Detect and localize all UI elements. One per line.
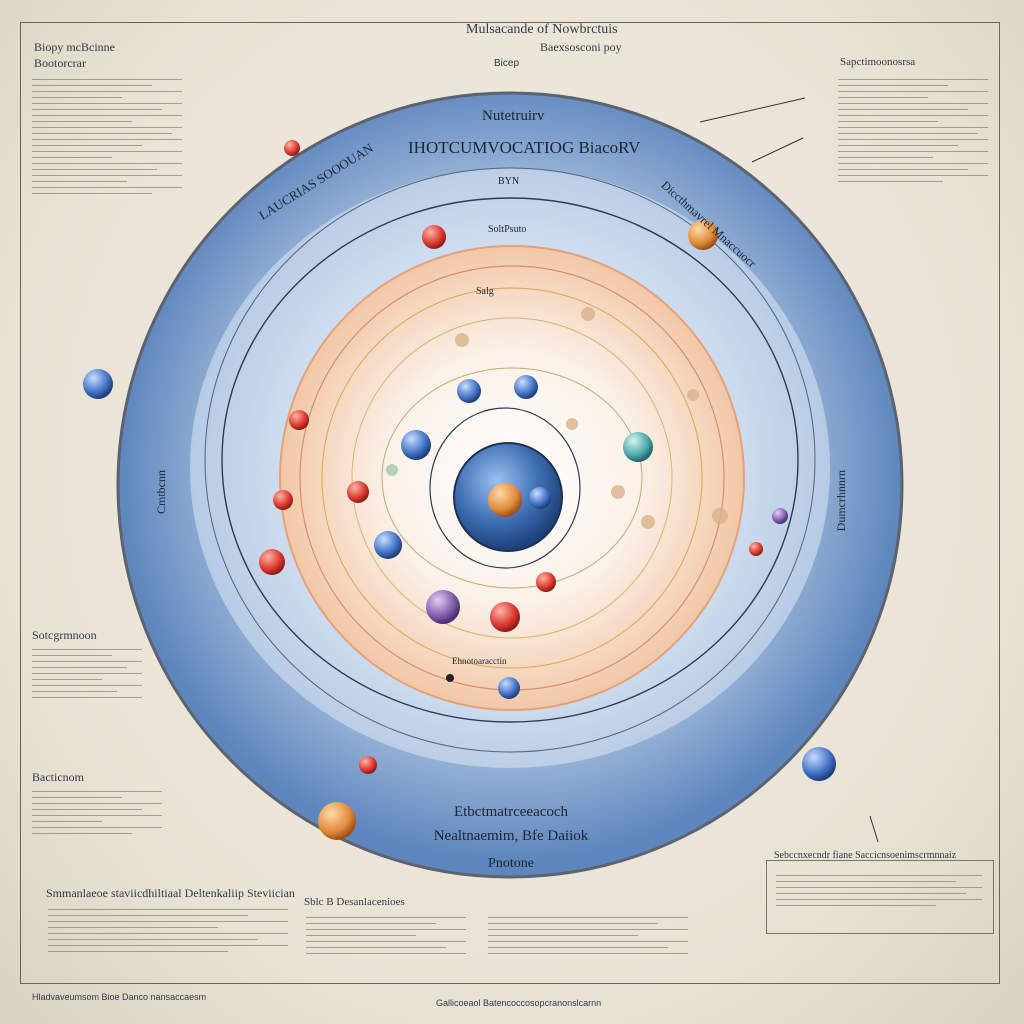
particle-red — [284, 140, 300, 156]
footer-left-heading: Smmanlaeoe staviicdhiltiaal Deltenkaliip… — [46, 886, 295, 900]
left-section-low: Bacticnom — [32, 770, 84, 784]
footer-bottom-left: Hladvaveumsom Bioe Danco nansaccaesm — [32, 992, 207, 1002]
left-mid-lines — [32, 644, 142, 703]
diagram-ring-title: IHOTCUMVOCATIOG BiacoRV — [408, 138, 641, 157]
diagram-bottom-small: Ehnotoaracctin — [452, 656, 507, 666]
particle-red — [490, 602, 520, 632]
diagram-inner-small: BYN — [498, 176, 520, 187]
diagram-left-vertical: Cmtbcnn — [154, 470, 168, 514]
footer-bottom-center: Gallicoeaol Batencoccosopcranonslcarnn — [436, 998, 602, 1008]
orbit-ring-outer — [221, 197, 799, 723]
particle-blue — [83, 369, 113, 399]
particle-blue — [401, 430, 431, 460]
subtitle: Baexsosconi poy — [540, 40, 622, 54]
footer-center-lines — [488, 912, 688, 959]
main-title: Mulsacande of Nowbrctuis — [466, 22, 618, 37]
footer-right-box — [766, 860, 994, 934]
diagram-inner-small2: SoltPsuto — [488, 224, 527, 235]
left-low-lines — [32, 786, 162, 839]
particle-blue — [802, 747, 836, 781]
right-heading: Sapctimoonosrsa — [840, 56, 916, 68]
particle-red — [347, 481, 369, 503]
particle-teal — [623, 432, 653, 462]
nucleus-neutron — [529, 487, 551, 509]
particle-red — [536, 572, 556, 592]
particle-orange — [688, 220, 718, 250]
diagram-outer-label-1: Etbctmatrceeacoch — [453, 804, 569, 820]
left-subheading: Bootorcrar — [34, 56, 86, 70]
particle-red — [259, 549, 285, 575]
particle-red — [359, 756, 377, 774]
right-text-lines — [838, 74, 988, 187]
page-frame — [20, 22, 1000, 984]
particle-red — [289, 410, 309, 430]
particle-orange — [318, 802, 356, 840]
particle-blue — [498, 677, 520, 699]
particle-dark — [446, 674, 454, 682]
diagram-right-vertical: Dumcrhnnrn — [834, 470, 848, 532]
diagram-top-label: Nutetruirv — [482, 108, 545, 124]
particle-blue — [514, 375, 538, 399]
footer-right-lines — [776, 870, 982, 911]
footer-mid-lines — [306, 912, 466, 959]
nucleus-proton — [488, 483, 522, 517]
left-heading: Biopy mcBcinne — [34, 40, 115, 54]
diagram-outer-label-3: Pnotone — [488, 856, 534, 871]
left-text-lines — [32, 74, 182, 199]
particle-purple — [426, 590, 460, 624]
particle-blue — [457, 379, 481, 403]
footer-mid-heading: Sblc B Desanlacenioes — [304, 896, 405, 908]
particle-blue — [374, 531, 402, 559]
left-section-mid: Sotcgrmnoon — [32, 628, 97, 642]
particles — [83, 140, 836, 840]
diagram-outer-label-2: Nealtnaemim, Bfe Daiiok — [433, 828, 589, 844]
diagram-core-label: Salg — [476, 286, 494, 297]
particle-purple — [772, 508, 788, 524]
label-bicep: Bicep — [494, 58, 520, 69]
particle-red — [422, 225, 446, 249]
footer-right-heading: Sebccnxecndr fiane Saccicnsoenimscrmnnai… — [774, 850, 957, 861]
footer-left-lines — [48, 904, 288, 957]
particle-red — [749, 542, 763, 556]
particle-red — [273, 490, 293, 510]
